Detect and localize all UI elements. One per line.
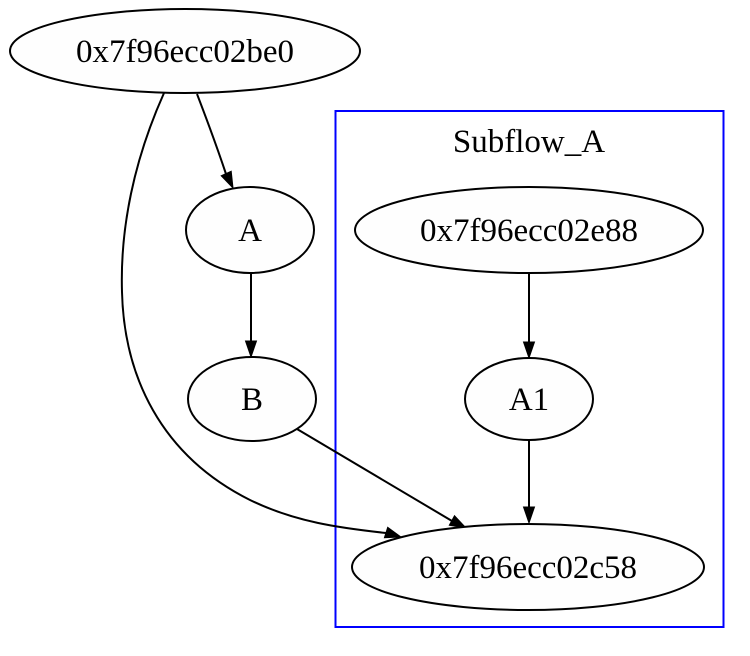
node-ellipse bbox=[9, 8, 361, 94]
node-ellipse bbox=[351, 523, 705, 611]
edge-0x7f96ecc02e88-to-a1 bbox=[522, 273, 536, 360]
node-ellipse bbox=[464, 357, 594, 441]
node-0x7f96ecc02e88: 0x7f96ecc02e88 bbox=[354, 186, 704, 274]
cluster-border bbox=[334, 110, 725, 628]
node-label: B bbox=[241, 382, 263, 418]
node-label: A bbox=[238, 213, 262, 249]
node-label: A1 bbox=[509, 382, 549, 418]
node-a1: A1 bbox=[464, 357, 594, 441]
arrowhead-icon bbox=[220, 170, 234, 190]
edge-a-to-b bbox=[244, 273, 258, 359]
node-label: 0x7f96ecc02c58 bbox=[419, 550, 637, 586]
edge-b-to-0x7f96ecc02c58 bbox=[296, 428, 468, 529]
edge-line bbox=[296, 428, 453, 522]
cluster-subflow-a: Subflow_A bbox=[334, 110, 725, 628]
arrowhead-icon bbox=[522, 506, 536, 525]
node-ellipse bbox=[185, 186, 315, 274]
node-b: B bbox=[187, 356, 317, 442]
node-a: A bbox=[185, 186, 315, 274]
node-0x7f96ecc02c58: 0x7f96ecc02c58 bbox=[351, 523, 705, 611]
arrowhead-icon bbox=[522, 341, 536, 360]
edges bbox=[120, 92, 536, 539]
node-ellipse bbox=[354, 186, 704, 274]
arrowhead-icon bbox=[244, 340, 258, 359]
nodes: 0x7f96ecc02be0 A B 0x7f96ecc02e88 A1 0x7 bbox=[9, 8, 705, 611]
edge-0x7f96ecc02be0-to-0x7f96ecc02c58 bbox=[120, 92, 403, 539]
edge-line bbox=[196, 93, 227, 175]
node-0x7f96ecc02be0: 0x7f96ecc02be0 bbox=[9, 8, 361, 94]
node-label: 0x7f96ecc02e88 bbox=[420, 213, 638, 249]
cluster-label: Subflow_A bbox=[453, 124, 605, 160]
node-ellipse bbox=[187, 356, 317, 442]
edge-line bbox=[120, 92, 387, 534]
edge-0x7f96ecc02be0-to-a bbox=[196, 93, 234, 190]
arrowhead-icon bbox=[383, 526, 403, 539]
edge-a1-to-0x7f96ecc02c58 bbox=[522, 440, 536, 525]
node-label: 0x7f96ecc02be0 bbox=[76, 34, 294, 70]
